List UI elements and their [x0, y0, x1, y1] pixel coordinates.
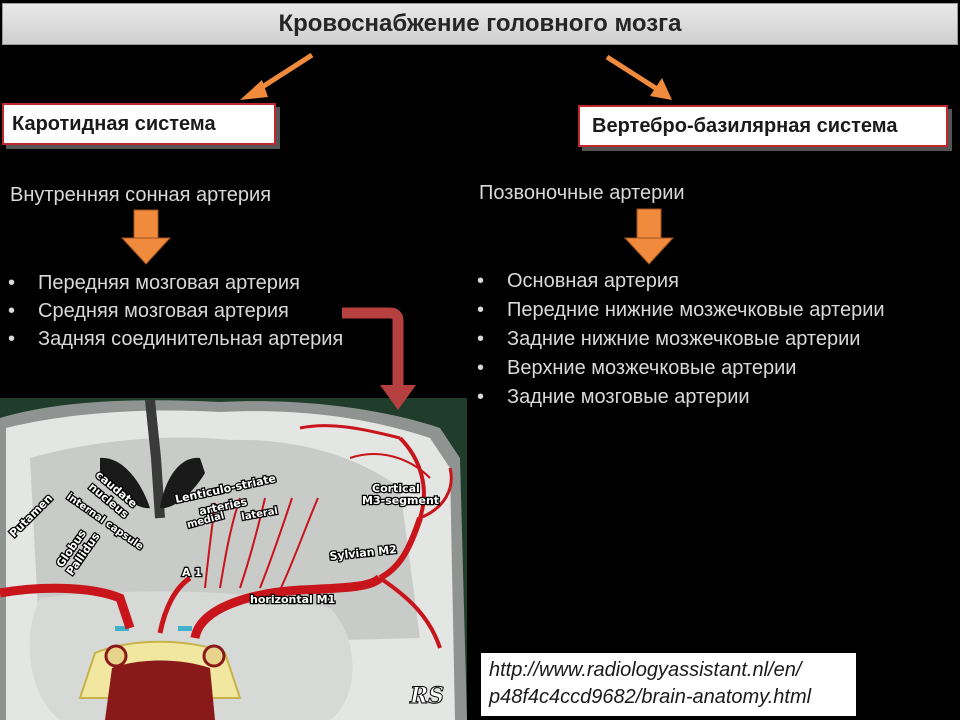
- arrow-to-right-system-icon: [605, 54, 672, 100]
- down-arrow-left-icon: [120, 209, 172, 265]
- carotid-branches-list: Передняя мозговая артерия Средняя мозгов…: [6, 269, 343, 353]
- list-item: Задние мозговые артерии: [475, 383, 885, 412]
- label-m3-segment: M3-segment: [362, 494, 439, 507]
- down-arrow-right-icon: [623, 208, 675, 265]
- carotid-system-box: Каротидная система: [2, 103, 276, 145]
- list-item: Верхние мозжечковые артерии: [475, 354, 885, 383]
- brain-coronal-diagram: Putamen caudate nucleus internal capsule…: [0, 398, 467, 720]
- source-url-line2[interactable]: p48f4c4ccd9682/brain-anatomy.html: [489, 686, 812, 708]
- source-url[interactable]: http://www.radiologyassistant.nl/en/ p48…: [481, 653, 856, 716]
- source-url-line1[interactable]: http://www.radiologyassistant.nl/en/: [489, 659, 802, 681]
- arteries-icon: [0, 424, 453, 649]
- vertebrobasilar-branches-list: Основная артерия Передние нижние мозжечк…: [475, 267, 885, 412]
- list-item: Средняя мозговая артерия: [6, 297, 343, 325]
- vertebral-heading: Позвоночные артерии: [479, 182, 685, 204]
- label-horizontal-m1: horizontal M1: [250, 593, 335, 606]
- list-item: Основная артерия: [475, 267, 885, 296]
- slide-title: Кровоснабжение головного мозга: [2, 3, 958, 45]
- signature-rs: RS: [409, 683, 444, 709]
- internal-carotid-heading: Внутренняя сонная артерия: [10, 184, 272, 206]
- list-item: Передняя мозговая артерия: [6, 269, 343, 297]
- label-a1: A 1: [182, 566, 202, 579]
- list-item: Передние нижние мозжечковые артерии: [475, 296, 885, 325]
- arrow-to-left-system-icon: [240, 52, 314, 100]
- list-item: Задняя соединительная артерия: [6, 325, 343, 353]
- label-cortical: Cortical: [372, 482, 420, 495]
- list-item: Задние нижние мозжечковые артерии: [475, 325, 885, 354]
- vertebrobasilar-system-box: Вертебро-базилярная система: [578, 105, 948, 147]
